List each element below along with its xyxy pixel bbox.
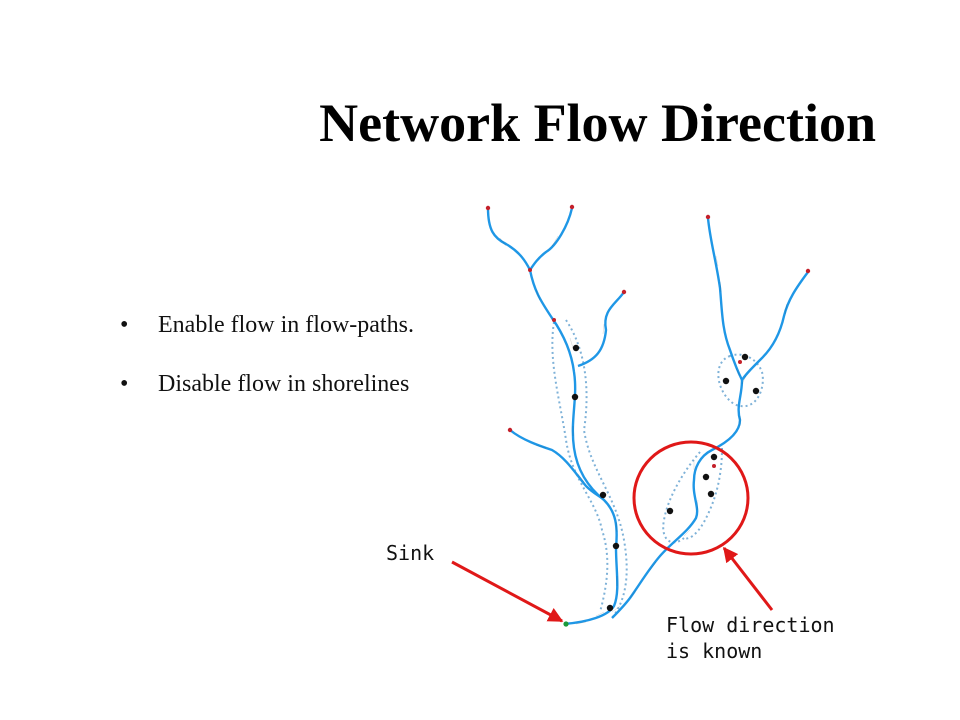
sink-label: Sink <box>386 541 435 565</box>
shoreline-left-bank <box>551 321 609 613</box>
shoreline-lower-right <box>683 447 723 540</box>
bullet-item: • Disable flow in shorelines <box>120 367 414 401</box>
junction-node <box>702 473 710 481</box>
junction-node <box>599 491 607 499</box>
endpoint-node <box>712 464 716 468</box>
junction-node <box>612 542 620 550</box>
flow-arrow <box>615 521 618 533</box>
flow-direction-label: Flow direction is known <box>666 612 835 664</box>
junction-nodes <box>571 344 760 612</box>
endpoint-node <box>528 268 532 272</box>
junction-node <box>710 453 718 461</box>
flow-arrow <box>595 611 605 617</box>
flow-arrow <box>696 499 699 511</box>
flow-direction-label-line1: Flow direction <box>666 613 835 637</box>
flow-arrow <box>719 281 722 293</box>
bullet-list: • Enable flow in flow-paths. • Disable f… <box>120 308 414 426</box>
bullet-glyph: • <box>120 312 129 338</box>
endpoint-node <box>738 360 742 364</box>
shoreline-right-bank <box>565 319 628 619</box>
flow-arrow <box>535 289 541 301</box>
endpoint-node <box>552 318 556 322</box>
stream-paths <box>486 207 809 626</box>
endpoint-node <box>485 205 491 211</box>
junction-node <box>606 604 614 612</box>
flow-arrow <box>741 375 747 385</box>
junction-node <box>666 507 674 515</box>
endpoint-node <box>805 268 811 274</box>
bullet-text: Enable flow in flow-paths. <box>158 312 414 338</box>
junction-node <box>572 344 580 352</box>
junction-node <box>741 353 749 361</box>
flow-arrow <box>602 323 605 335</box>
endpoint-node <box>705 214 711 220</box>
flow-arrow <box>683 529 691 537</box>
endpoint-node <box>569 204 575 210</box>
endpoint-nodes <box>485 204 811 468</box>
flow-arrows <box>499 235 788 625</box>
stream-main <box>528 269 619 626</box>
junction-node <box>752 387 760 395</box>
flow-arrow <box>629 589 637 599</box>
flow-arrow <box>649 561 657 571</box>
flow-arrow <box>569 337 574 349</box>
stream-e <box>706 217 744 381</box>
bullet-text: Disable flow in shorelines <box>158 371 410 397</box>
stream-f <box>741 271 809 381</box>
flow-arrow <box>551 235 559 247</box>
flow-arrow <box>535 444 547 449</box>
stream-b <box>529 207 574 271</box>
flow-arrow <box>735 367 741 377</box>
stream-d <box>509 429 605 501</box>
slide-title: Network Flow Direction <box>319 93 876 153</box>
shoreline-lake <box>717 353 764 408</box>
flow-arrow <box>499 237 507 247</box>
bullet-glyph: • <box>120 371 129 397</box>
flow-pointer-arrow <box>722 546 774 611</box>
junction-node <box>707 490 715 498</box>
flow-arrow <box>611 605 621 613</box>
stream-c <box>577 291 625 368</box>
stream-a <box>486 207 532 271</box>
flow-arrow <box>577 473 585 483</box>
endpoint-node <box>621 289 627 295</box>
flow-arrow <box>715 255 719 267</box>
flow-arrow <box>784 303 788 315</box>
junction-node <box>722 377 730 385</box>
sink-node <box>563 621 569 627</box>
stream-g <box>611 379 744 619</box>
flow-arrow <box>575 621 587 625</box>
sink-pointer-arrow <box>451 560 564 623</box>
flow-known-highlight-circle <box>632 440 750 556</box>
junction-node <box>571 393 579 401</box>
endpoint-node <box>507 427 513 433</box>
flow-direction-label-line2: is known <box>666 639 763 663</box>
bullet-item: • Enable flow in flow-paths. <box>120 308 414 342</box>
